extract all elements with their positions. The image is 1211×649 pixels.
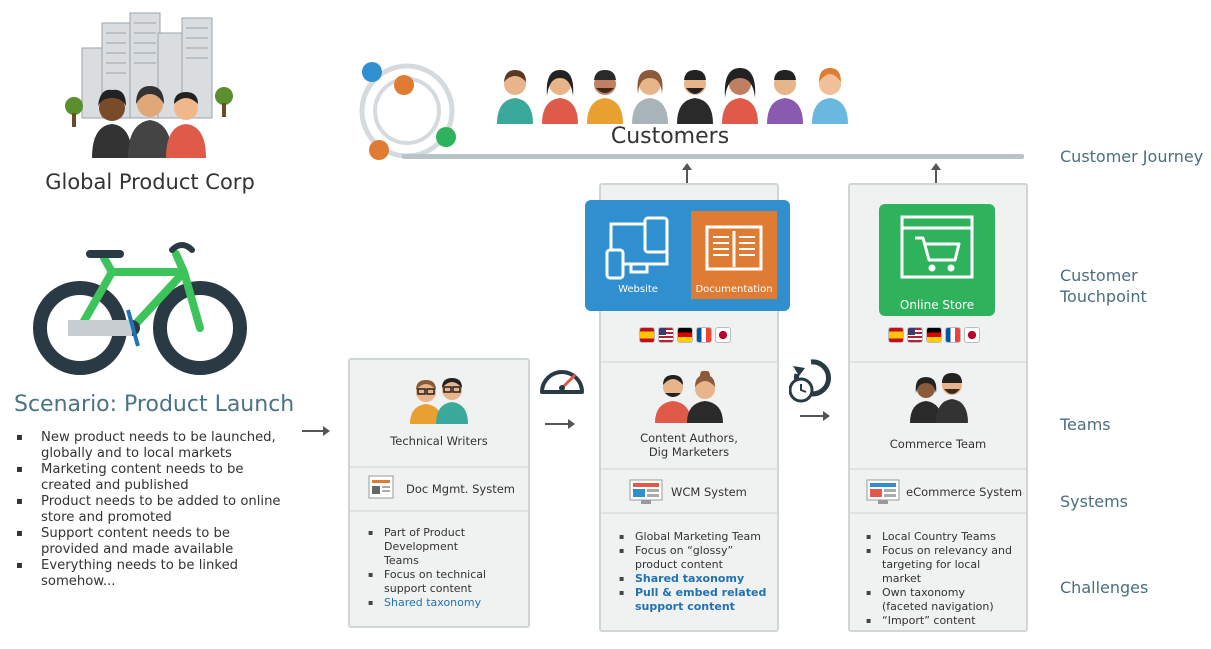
scenario-list: New product needs to be launched, global…	[16, 430, 296, 590]
challenge-item: Focus on “glossy” product content	[617, 544, 777, 572]
flag-spain-icon	[888, 327, 904, 343]
bicycle-illustration	[33, 242, 247, 375]
system-label: Doc Mgmt. System	[406, 482, 515, 496]
flag-germany-icon	[926, 327, 942, 343]
team-label: Technical Writers	[390, 434, 488, 448]
challenge-item: Local Country Teams	[864, 530, 1024, 544]
company-buildings-illustration	[65, 12, 233, 158]
section-divider	[850, 512, 1026, 514]
touchpoint-label: Online Store	[899, 298, 975, 312]
challenges-list: Global Marketing Team Focus on “glossy” …	[617, 530, 777, 614]
doc-system-icon	[368, 475, 394, 499]
team-label: Content Authors,	[640, 431, 738, 445]
touchpoint-documentation: Documentation	[691, 211, 777, 299]
flag-usa-icon	[658, 327, 674, 343]
content-authors-icon	[655, 371, 723, 423]
scenario-item: Everything needs to be linked somehow...	[16, 558, 261, 590]
section-divider	[850, 361, 1026, 363]
wcm-system-icon	[629, 479, 663, 504]
challenge-item: Part of Product Development Teams	[366, 526, 494, 568]
touchpoint-label: Website	[618, 284, 658, 295]
flag-france-icon	[696, 327, 712, 343]
challenge-item: Focus on relevancy and targeting for loc…	[864, 544, 1012, 586]
speedometer-icon	[540, 370, 584, 394]
challenge-item-highlight: Pull & embed related support content	[617, 586, 777, 614]
section-divider	[850, 468, 1026, 470]
challenges-list: Part of Product Development Teams Focus …	[366, 526, 526, 610]
customer-cycle-icon	[359, 62, 456, 160]
customers-label: Customers	[610, 124, 730, 149]
customers-illustration	[497, 68, 848, 124]
challenge-item-highlight: Shared taxonomy	[366, 596, 526, 610]
scenario-item: New product needs to be launched, global…	[16, 430, 281, 462]
shopping-cart-icon	[900, 215, 974, 279]
section-divider	[350, 510, 528, 512]
scenario-item: Product needs to be added to online stor…	[16, 494, 286, 526]
challenge-item-highlight: Shared taxonomy	[617, 572, 777, 586]
challenge-item: Own taxonomy (faceted navigation)	[864, 586, 1002, 614]
row-label-systems: Systems	[1060, 492, 1128, 511]
flag-japan-icon	[715, 327, 731, 343]
challenge-item: Global Marketing Team	[617, 530, 777, 544]
scenario-item: Support content needs to be provided and…	[16, 526, 261, 558]
clock-sync-icon	[789, 359, 831, 403]
flow-arrow	[545, 419, 575, 429]
system-label: WCM System	[671, 485, 747, 499]
flow-arrow-up	[931, 163, 941, 192]
technical-writers-icon	[410, 378, 468, 424]
flow-arrow-up	[682, 163, 692, 192]
row-label-teams: Teams	[1060, 415, 1111, 434]
ecommerce-system-icon	[866, 479, 900, 504]
section-divider	[350, 466, 528, 468]
touchpoint-online-store: Online Store	[879, 204, 995, 316]
flow-arrow	[800, 411, 830, 421]
challenges-list: Local Country Teams Focus on relevancy a…	[864, 530, 1024, 628]
section-divider	[601, 468, 777, 470]
flag-usa-icon	[907, 327, 923, 343]
challenge-item: “Import” content	[864, 614, 1024, 628]
book-icon	[705, 225, 763, 271]
devices-icon	[605, 216, 669, 280]
scenario-item: Marketing content needs to be created an…	[16, 462, 261, 494]
challenge-item: Focus on technical support content	[366, 568, 526, 596]
team-label: Dig Marketers	[648, 445, 730, 459]
flag-france-icon	[945, 327, 961, 343]
row-label-customer-journey: Customer Journey	[1060, 147, 1204, 166]
language-flags	[888, 327, 980, 343]
row-label-customer-touchpoint: Customer Touchpoint	[1060, 266, 1147, 306]
flag-japan-icon	[964, 327, 980, 343]
flag-spain-icon	[639, 327, 655, 343]
touchpoint-label: Documentation	[695, 284, 773, 295]
flow-arrow	[302, 426, 330, 436]
customer-journey-line	[402, 154, 1024, 159]
column-technical-writers: Technical Writers Doc Mgmt. System Part …	[348, 358, 530, 628]
language-flags	[639, 327, 731, 343]
scenario-title: Scenario: Product Launch	[14, 392, 295, 417]
row-label-challenges: Challenges	[1060, 578, 1149, 597]
company-name: Global Product Corp	[45, 170, 255, 194]
flag-germany-icon	[677, 327, 693, 343]
commerce-team-icon	[910, 373, 968, 423]
section-divider	[601, 512, 777, 514]
system-label: eCommerce System	[906, 485, 1023, 499]
section-divider	[601, 361, 777, 363]
team-label: Commerce Team	[889, 437, 987, 451]
